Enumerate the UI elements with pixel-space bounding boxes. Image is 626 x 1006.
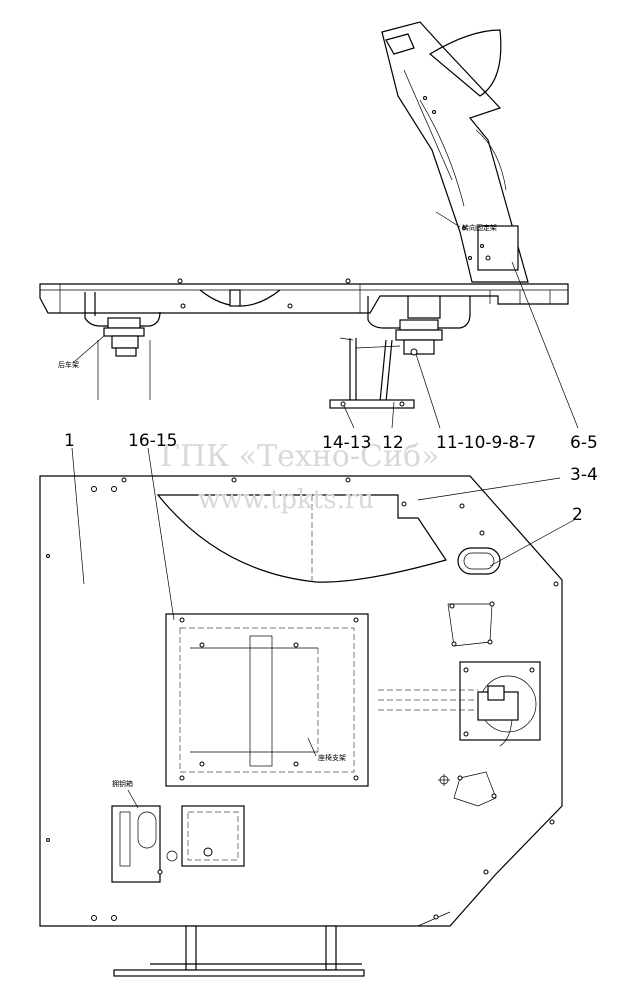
callout-6-5: 6-5 (570, 433, 598, 453)
upper-assembly-side-view (39, 21, 569, 409)
note-handle-box: 拥钥箱 (112, 779, 133, 788)
watermark-title: ГПК «Техно-Сиб» (160, 439, 439, 474)
callout-2: 2 (572, 505, 583, 525)
callout-11-10-9-8-7: 11-10-9-8-7 (436, 433, 536, 453)
side-panel-front-view (39, 475, 563, 927)
callout-14-13: 14-13 (322, 433, 371, 453)
note-bracket-upper: 转向固定架 (462, 223, 497, 232)
watermark-url: www.tpkts.ru (198, 485, 374, 515)
callout-16-15: 16-15 (128, 431, 177, 451)
panel-stand (113, 925, 365, 977)
callout-3-4: 3-4 (570, 465, 598, 485)
callout-1: 1 (64, 431, 75, 451)
callout-12: 12 (382, 433, 404, 453)
note-seat-bracket: 座椅支架 (318, 753, 346, 762)
note-rear-frame: 后车架 (58, 360, 79, 369)
